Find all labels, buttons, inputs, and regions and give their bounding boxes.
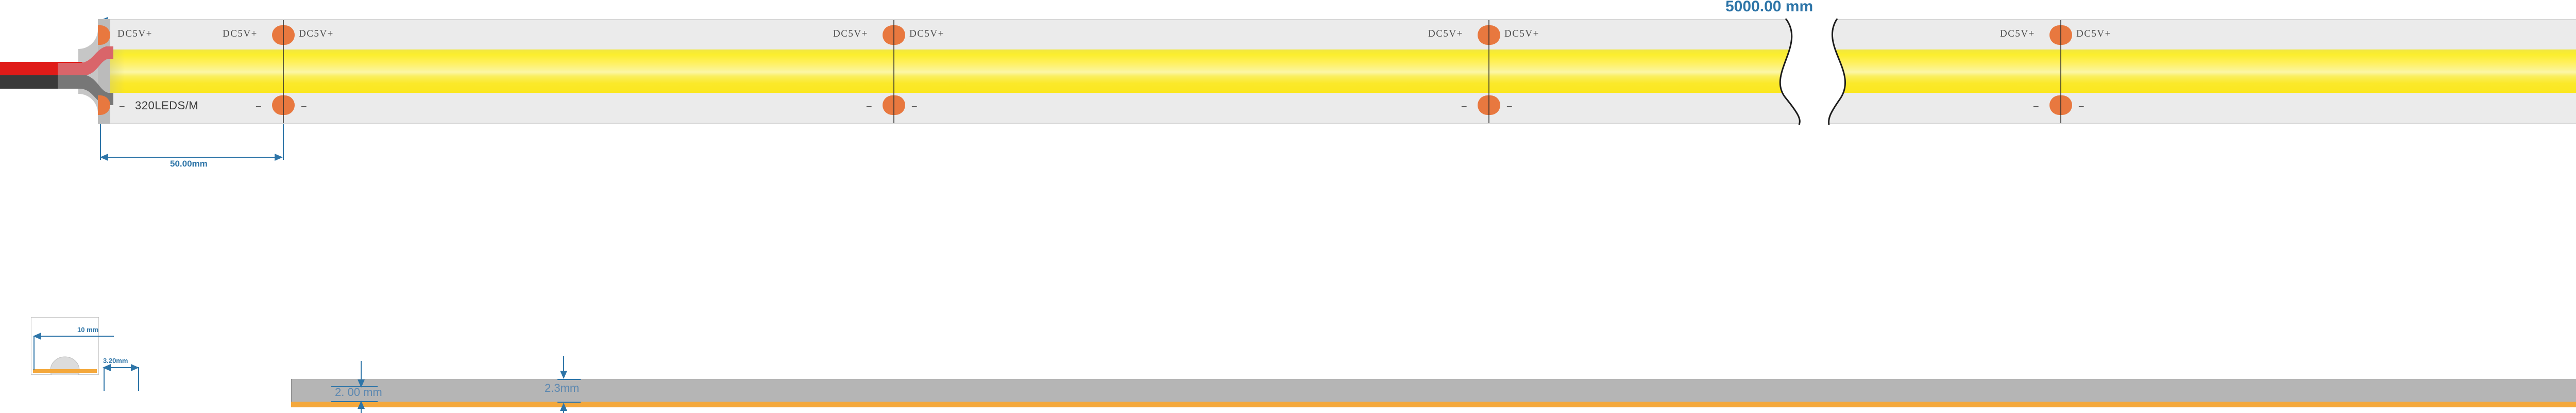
break-symbol [1779, 19, 1846, 125]
pitch-label: 50.00mm [170, 159, 208, 169]
label-dc5v-positive: DC5V+ [117, 28, 152, 39]
pcb-thickness-leader-top [361, 361, 362, 381]
dome-width-label: 3.20mm [103, 357, 128, 365]
led-density-label: 320LEDS/M [135, 99, 199, 112]
pitch-ext-left [100, 124, 101, 160]
label-negative: – [2079, 101, 2084, 111]
total-thickness-arrow-down [560, 371, 567, 379]
wire-routing-svg [58, 46, 113, 105]
cross-section-width-ext-left [33, 336, 35, 370]
pcb-thickness-top-tick [331, 386, 378, 387]
label-negative: – [256, 101, 261, 111]
label-negative: – [2033, 101, 2039, 111]
pitch-arrow-right [275, 154, 283, 161]
label-negative: – [120, 101, 125, 111]
label-dc5v-positive: DC5V+ [2076, 28, 2111, 39]
cut-line [283, 20, 284, 123]
pitch-arrow-left [100, 154, 108, 161]
side-view-left-edge [291, 379, 292, 402]
cross-section-width-label: 10 mm [77, 326, 99, 334]
cob-emitting-area [98, 49, 2576, 93]
cut-line [1488, 20, 1489, 123]
dome-ext-right [138, 367, 139, 391]
side-view-adhesive [291, 402, 2576, 407]
label-negative: – [1462, 101, 1467, 111]
cross-section-width-dimension-line [34, 336, 114, 337]
label-dc5v-positive: DC5V+ [909, 28, 944, 39]
label-negative: – [1507, 101, 1512, 111]
total-thickness-top-tick [557, 379, 581, 380]
pcb-thickness-bottom-tick [331, 401, 378, 402]
pcb-thickness-label: 2. 00 mm [335, 386, 382, 399]
label-dc5v-positive: DC5V+ [1428, 28, 1463, 39]
cut-line [2060, 20, 2061, 123]
dome-ext-left [104, 367, 105, 391]
label-dc5v-positive: DC5V+ [223, 28, 258, 39]
total-thickness-arrow-up [560, 403, 567, 411]
label-dc5v-positive: DC5V+ [2000, 28, 2035, 39]
side-view-pcb [291, 379, 2576, 402]
total-thickness-label: 2.3mm [545, 382, 580, 394]
pitch-dimension-line [101, 157, 282, 158]
strip-top-edge [98, 19, 2576, 20]
dome-width-arrow-left [103, 364, 111, 371]
dome-width-arrow-right [131, 364, 139, 371]
cross-section-width-arrow-left [33, 333, 41, 340]
label-negative: – [301, 101, 307, 111]
strip-bottom-edge [98, 123, 2576, 124]
label-dc5v-positive: DC5V+ [299, 28, 334, 39]
label-negative: – [912, 101, 917, 111]
label-dc5v-positive: DC5V+ [833, 28, 868, 39]
pitch-ext-right [283, 124, 284, 160]
pcb-thickness-arrow-down [358, 379, 365, 388]
cut-line [893, 20, 894, 123]
overall-length-label: 5000.00 mm [1725, 0, 1814, 15]
total-thickness-bottom-tick [557, 402, 581, 403]
label-dc5v-positive: DC5V+ [1504, 28, 1539, 39]
pcb-thickness-arrow-up [358, 401, 365, 409]
cross-section-profile [33, 356, 97, 375]
total-thickness-leader-top [563, 356, 564, 371]
dome-width-dimension-line [105, 367, 137, 368]
label-negative: – [867, 101, 872, 111]
pcb-thickness-leader-bottom [361, 405, 362, 413]
